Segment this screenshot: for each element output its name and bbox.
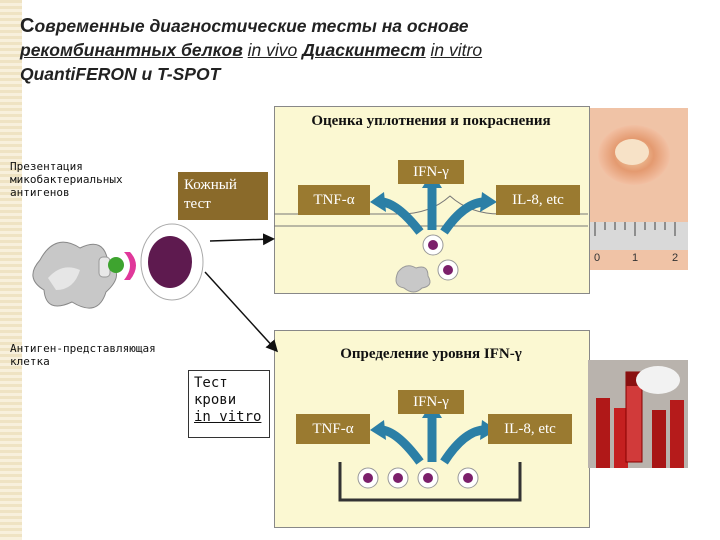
blood-test-box: Тест крови in vitro <box>188 370 270 438</box>
top-tnf-alpha: TNF-α <box>298 185 370 215</box>
top-arrowhead-left <box>370 192 386 212</box>
arrow-to-skin-test <box>209 233 275 246</box>
top-arrowhead-right <box>480 192 497 212</box>
tcr-magenta <box>124 252 136 280</box>
decorative-stripes <box>0 0 22 540</box>
blood-panel-title: Определение уровня IFN-γ <box>340 346 522 362</box>
bottom-tnf-alpha: TNF-α <box>296 414 370 444</box>
top-il8: IL-8, etc <box>496 185 580 215</box>
label-apc: Антиген-представляющая клетка <box>10 342 156 368</box>
well-cell-4-nucleus <box>463 473 473 483</box>
skin-surface-line <box>274 195 588 215</box>
title-line-1: Современные диагностические тесты на осн… <box>20 15 469 37</box>
top-cell-2-nucleus <box>443 265 453 275</box>
apc-nucleus <box>48 267 80 290</box>
t-cell-nucleus <box>148 236 192 288</box>
slide-title: Современные диагностические тесты на осн… <box>20 14 640 86</box>
bottom-ifn-gamma: IFN-γ <box>398 390 464 414</box>
blood-test-line-2: крови <box>194 392 237 408</box>
ruler-tick-0: 0 <box>594 252 601 264</box>
antigen-green <box>108 257 124 273</box>
skin-reaction-photo <box>590 108 688 270</box>
skin-test-box: Кожный тест <box>178 172 268 220</box>
top-ifn-gamma: IFN-γ <box>398 160 464 184</box>
blood-test-line-1: Тест <box>194 375 228 391</box>
test-well <box>338 462 522 502</box>
well-cell-1-nucleus <box>363 473 373 483</box>
skin-panel-title: Оценка уплотнения и покраснения <box>311 113 551 129</box>
blood-tubes-photo <box>588 360 688 468</box>
bottom-arrowhead-left <box>370 420 386 440</box>
title-line-2: рекомбинантных белков in vivo Диаскинтес… <box>20 40 483 60</box>
arrow-to-blood-test <box>204 271 279 353</box>
ruler-tick-2: 2 <box>672 252 679 264</box>
well-cell-3-nucleus <box>423 473 433 483</box>
top-cell-1-nucleus <box>428 240 438 250</box>
top-apc-small <box>395 265 431 293</box>
ruler-tick-1: 1 <box>632 252 639 264</box>
bottom-il8: IL-8, etc <box>488 414 572 444</box>
title-line-3: QuantiFERON и T-SPOT <box>20 64 221 84</box>
label-presentation: Презентация микобактериальных антигенов <box>10 160 123 199</box>
well-cell-2-nucleus <box>393 473 403 483</box>
blood-test-line-3: in vitro <box>194 409 262 425</box>
